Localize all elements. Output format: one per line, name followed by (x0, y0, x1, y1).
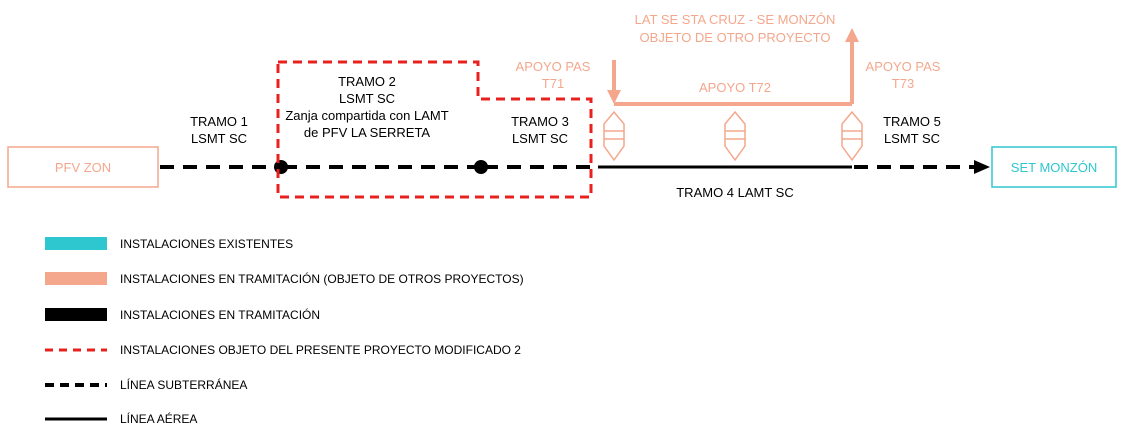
lat-name-label: LAT SE STA CRUZ - SE MONZÓN (635, 12, 836, 27)
legend-label-project: INSTALACIONES OBJETO DEL PRESENTE PROYEC… (120, 343, 521, 357)
apoyo-pas-t73-label-1: APOYO PAS (866, 59, 941, 74)
tramo-2-label-1: TRAMO 2 (338, 74, 396, 89)
legend-swatch-other-projects (45, 272, 107, 285)
tramo-3-label-2: LSMT SC (512, 131, 568, 146)
legend-label-aerial: LÍNEA AÉREA (120, 411, 197, 426)
legend-swatch-existing (45, 237, 107, 250)
set-monzon-box: SET MONZÓN (991, 146, 1117, 188)
apoyo-t71-icon (603, 110, 625, 162)
up-arrow-icon (845, 28, 859, 42)
junction-dot-2 (474, 160, 488, 174)
legend-swatch-in-process (45, 308, 107, 321)
apoyo-t73-icon (841, 110, 863, 162)
legend-label-underground: LÍNEA SUBTERRÁNEA (120, 377, 247, 392)
tramo-1-label-2: LSMT SC (191, 131, 247, 146)
tramo-5-label-1: TRAMO 5 (883, 114, 941, 129)
apoyo-t72-icon (724, 110, 746, 162)
tramo-3-label-1: TRAMO 3 (511, 114, 569, 129)
legend: INSTALACIONES EXISTENTES INSTALACIONES E… (45, 237, 524, 426)
down-arrow-icon (607, 90, 621, 104)
arrow-to-set-icon (974, 160, 990, 174)
tramo-4-label: TRAMO 4 LAMT SC (676, 185, 794, 200)
tramo-1-label-1: TRAMO 1 (190, 114, 248, 129)
tramo-2-label-4: de PFV LA SERRETA (304, 125, 431, 140)
apoyo-t72-label: APOYO T72 (699, 80, 771, 95)
apoyo-pas-t71-label-2: T71 (542, 76, 564, 91)
set-monzon-rect (991, 146, 1117, 188)
other-project-label: OBJETO DE OTRO PROYECTO (640, 30, 831, 45)
legend-label-existing: INSTALACIONES EXISTENTES (120, 237, 293, 251)
pfv-zon-box: PFV ZON (7, 146, 159, 188)
pfv-zon-rect (7, 146, 159, 188)
project-boundary (276, 60, 593, 199)
set-monzon-label: SET MONZÓN (1011, 160, 1097, 175)
pfv-zon-label: PFV ZON (55, 160, 111, 175)
apoyo-pas-t73-label-2: T73 (892, 76, 914, 91)
legend-label-other-projects: INSTALACIONES EN TRAMITACIÓN (OBJETO DE … (120, 271, 524, 286)
legend-label-in-process: INSTALACIONES EN TRAMITACIÓN (120, 307, 320, 322)
junction-dot-1 (274, 160, 288, 174)
tramo-2-label-2: LSMT SC (339, 91, 395, 106)
apoyo-pas-t71-label-1: APOYO PAS (516, 59, 591, 74)
tramo-2-label-3: Zanja compartida con LAMT (285, 108, 448, 123)
tramo-5-label-2: LSMT SC (884, 131, 940, 146)
